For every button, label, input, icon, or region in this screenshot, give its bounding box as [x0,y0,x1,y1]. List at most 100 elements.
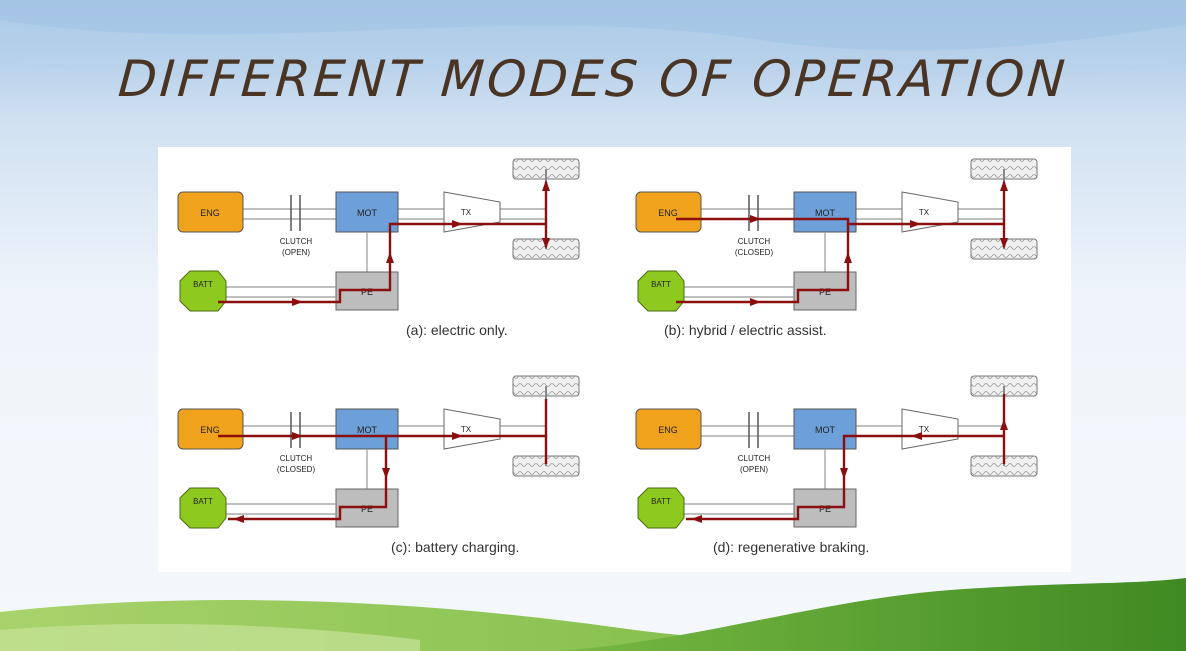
battery-shape [179,270,227,312]
flow-arrow-2 [386,252,394,263]
hill-front [0,623,420,651]
engine-label: ENG [200,425,220,435]
mode-diagram-b: ENG CLUTCH (CLOSED) MOT TX PE BATT [635,158,1038,312]
sky-wave-light [0,0,1186,79]
engine-block: ENG [177,191,244,233]
flow-arrow-2 [382,468,390,479]
mode-diagram-a: ENG CLUTCH (OPEN) MOT TX PE BATT [177,158,580,312]
engine-label: ENG [200,208,220,218]
transmission-block: TX [901,191,959,233]
engine-label: ENG [658,208,678,218]
transmission-label: TX [461,208,472,217]
transmission-block: TX [443,191,501,233]
flow-arrow-5 [1000,180,1008,191]
flow-arrow-3 [844,252,852,263]
transmission-shape [443,408,501,450]
motor-label: MOT [815,425,835,435]
engine-block: ENG [635,408,702,450]
pe-label: PE [819,287,831,297]
transmission-block: TX [901,408,959,450]
flow-arrow-2 [910,220,921,228]
clutch-state-label: (OPEN) [282,248,310,257]
engine-box [635,191,702,233]
motor-box [793,408,857,450]
caption-a: (a): electric only. [406,322,508,338]
motor-box [335,408,399,450]
flow-arrow-1 [452,432,463,440]
flow-arrow-3 [691,515,702,523]
flow-arrow-0 [292,298,303,306]
slide-title: DIFFERENT MODES OF OPERATION [116,50,1070,108]
caption-c: (c): battery charging. [391,539,520,555]
flow-arrow-4 [1000,238,1008,249]
engine-box [635,408,702,450]
motor-block: MOT [793,408,857,450]
transmission-label: TX [461,425,472,434]
pe-label: PE [361,287,373,297]
battery-shape [637,270,685,312]
clutch-label: CLUTCH [738,454,771,463]
battery-block: BATT [637,270,685,312]
clutch-state-label: (OPEN) [740,465,768,474]
power-flow-2 [228,436,388,521]
clutch-label: CLUTCH [280,454,313,463]
engine-block: ENG [635,191,702,233]
engine-box [177,408,244,450]
motor-block: MOT [335,408,399,450]
transmission-shape [901,408,959,450]
operation-modes-figure: ENG CLUTCH (OPEN) MOT TX PE BATT ENG CLUTCH (CLOS… [158,147,1071,572]
motor-label: MOT [357,425,377,435]
caption-d: (d): regenerative braking. [713,539,870,555]
battery-shape [179,487,227,529]
battery-block: BATT [637,487,685,529]
transmission-shape [443,191,501,233]
battery-label: BATT [193,280,213,289]
motor-block: MOT [335,191,399,233]
motor-box [335,191,399,233]
power-flow-0 [218,222,546,304]
pe-label: PE [361,504,373,514]
motor-label: MOT [357,208,377,218]
modes-diagram-canvas: ENG CLUTCH (OPEN) MOT TX PE BATT ENG CLUTCH (CLOS… [177,158,1038,529]
flow-arrow-1 [911,432,922,440]
transmission-label: TX [919,425,930,434]
flow-arrow-0 [292,432,303,440]
motor-box [793,191,857,233]
transmission-shape [901,191,959,233]
battery-block: BATT [179,270,227,312]
battery-label: BATT [651,280,671,289]
battery-label: BATT [651,497,671,506]
sky-wave [0,0,1186,51]
battery-label: BATT [193,497,213,506]
clutch-state-label: (CLOSED) [735,248,774,257]
caption-b: (b): hybrid / electric assist. [664,322,827,338]
flow-arrow-0 [750,298,761,306]
clutch-state-label: (CLOSED) [277,465,316,474]
flow-arrow-2 [840,468,848,479]
motor-label: MOT [815,208,835,218]
flow-arrow-1 [452,220,463,228]
engine-label: ENG [658,425,678,435]
mode-diagram-d: ENG CLUTCH (OPEN) MOT TX PE BATT [635,375,1038,529]
mode-diagram-c: ENG CLUTCH (CLOSED) MOT TX PE BATT [177,375,580,529]
pe-label: PE [819,504,831,514]
flow-arrow-4 [542,180,550,191]
power-flow-1 [676,217,1004,226]
battery-block: BATT [179,487,227,529]
battery-shape [637,487,685,529]
power-flow-1 [686,434,1004,521]
engine-box [177,191,244,233]
engine-block: ENG [177,408,244,450]
transmission-block: TX [443,408,501,450]
power-flow-0 [676,224,850,304]
hill-dark [560,578,1186,651]
motor-block: MOT [793,191,857,233]
flow-arrow-1 [750,215,761,223]
clutch-label: CLUTCH [280,237,313,246]
clutch-label: CLUTCH [738,237,771,246]
flow-arrow-3 [542,238,550,249]
flow-arrow-0 [1000,419,1008,430]
flow-arrow-3 [233,515,244,523]
transmission-label: TX [919,208,930,217]
